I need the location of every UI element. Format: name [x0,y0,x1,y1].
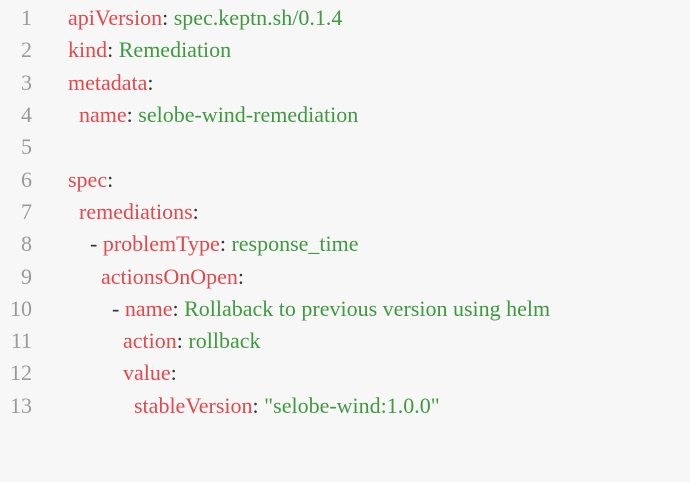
code-line-8: 8 - problemType: response_time [0,228,690,260]
indent [68,199,79,224]
code-line-11: 11 action: rollback [0,325,690,357]
line-number: 11 [10,328,32,354]
yaml-value: "selobe-wind:1.0.0" [264,392,440,418]
yaml-colon: : [219,231,232,257]
indent [68,102,79,127]
code-line-7: 7 remediations: [0,196,690,228]
yaml-key: action [123,328,177,354]
yaml-value: selobe-wind-remediation [138,102,359,128]
indent [68,296,112,321]
yaml-colon: : [126,102,139,128]
yaml-colon: : [162,5,174,31]
indent [68,231,90,256]
code-text: actionsOnOpen: [32,262,244,292]
indent [68,393,134,418]
code-text: value: [32,358,177,388]
code-text: stableVersion: "selobe-wind:1.0.0" [32,391,440,421]
line-number: 5 [21,134,32,160]
yaml-colon: : [252,392,265,418]
yaml-colon: : [176,328,189,354]
yaml-value: Rollaback to previous version using helm [184,295,551,321]
yaml-key: metadata [68,69,148,95]
list-dash: - [112,295,125,321]
line-number: 8 [21,231,32,257]
yaml-value: rollback [188,328,261,354]
code-text: kind: Remediation [32,35,231,65]
line-number: 6 [21,166,32,192]
code-line-9: 9 actionsOnOpen: [0,260,690,292]
code-text: name: selobe-wind-remediation [32,100,358,130]
yaml-key: problemType [102,231,220,257]
code-line-4: 4 name: selobe-wind-remediation [0,99,690,131]
code-text: - problemType: response_time [32,229,359,259]
yaml-value: response_time [231,231,359,257]
code-text: apiVersion: spec.keptn.sh/0.1.4 [32,3,342,33]
code-line-5: 5 [0,131,690,163]
yaml-colon: : [170,360,177,386]
yaml-colon: : [237,263,244,289]
code-line-12: 12 value: [0,357,690,389]
line-number: 7 [21,198,32,224]
line-number: 12 [10,360,32,386]
line-number: 3 [21,69,32,95]
code-text: spec: [32,165,113,195]
code-text: - name: Rollaback to previous version us… [32,294,550,324]
yaml-colon: : [107,166,114,192]
yaml-key: kind [68,37,108,63]
code-line-10: 10 - name: Rollaback to previous version… [0,293,690,325]
yaml-key: remediations [79,198,193,224]
line-number: 9 [21,263,32,289]
yaml-key: apiVersion [68,5,163,31]
line-number: 13 [10,392,32,418]
indent [68,264,101,289]
line-number: 2 [21,37,32,63]
line-number: 10 [10,295,32,321]
indent [68,360,123,385]
yaml-colon: : [107,37,119,63]
code-line-2: 2 kind: Remediation [0,34,690,66]
code-line-6: 6 spec: [0,163,690,195]
yaml-key: stableVersion [134,392,253,418]
yaml-key: name [79,102,127,128]
code-text: remediations: [32,197,199,227]
line-number: 4 [21,102,32,128]
code-line-3: 3 metadata: [0,67,690,99]
yaml-key: actionsOnOpen [101,263,238,289]
list-dash: - [90,231,103,257]
line-number: 1 [21,5,32,31]
yaml-colon: : [147,69,154,95]
code-text: metadata: [32,68,154,98]
yaml-key: spec [68,166,108,192]
yaml-value: spec.keptn.sh/0.1.4 [173,5,343,31]
indent [68,328,123,353]
code-text: action: rollback [32,326,260,356]
yaml-key: name [124,295,173,321]
code-line-1: 1 apiVersion: spec.keptn.sh/0.1.4 [0,2,690,34]
code-line-13: 13 stableVersion: "selobe-wind:1.0.0" [0,390,690,422]
yaml-colon: : [192,198,199,224]
yaml-key: value [123,360,171,386]
yaml-colon: : [172,295,185,321]
yaml-value: Remediation [118,37,232,63]
